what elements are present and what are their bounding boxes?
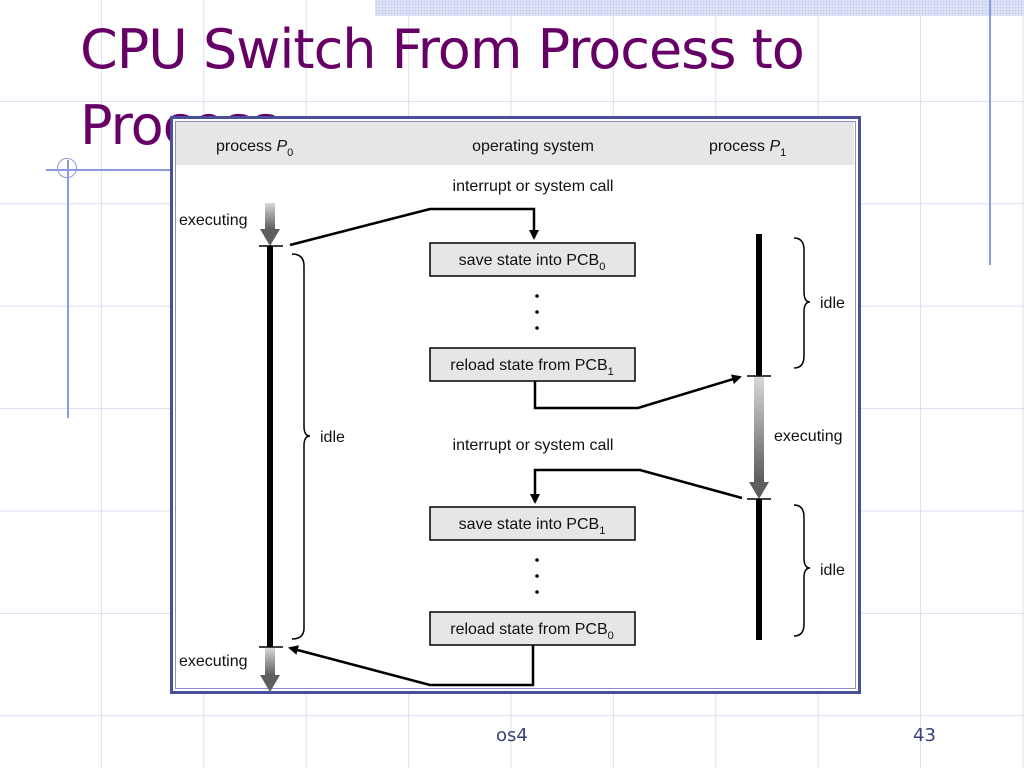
column-header-p1: process P1 [709, 138, 786, 159]
ellipsis-dots-1 [535, 294, 539, 330]
p0-executing-label-bottom: executing [179, 653, 248, 670]
p0-timeline: executing idle executing [179, 203, 345, 692]
header-band [176, 122, 854, 165]
os-box-save-pcb0: save state into PCB0 [429, 242, 636, 277]
column-header-os: operating system [472, 138, 594, 155]
flow-arrow-p0-to-os [289, 207, 539, 247]
flow-arrow-os-to-p0 [288, 645, 535, 687]
p0-idle-brace-icon [291, 253, 311, 640]
svg-text:save state into PCB1: save state into PCB1 [459, 516, 606, 537]
decorative-top-band [375, 0, 1024, 16]
p1-idle-label-top: idle [820, 295, 845, 312]
p1-idle-brace-top-icon [793, 237, 811, 369]
decorative-circle-icon [57, 158, 77, 178]
column-header-p0: process P0 [216, 138, 293, 159]
p1-idle-brace-bottom-icon [793, 504, 811, 637]
p0-idle-label: idle [320, 429, 345, 446]
flow-arrow-os-to-p1 [533, 374, 742, 410]
p0-executing-arrow-bottom [260, 648, 280, 692]
p0-executing-arrow-top [260, 203, 280, 246]
svg-text:reload state from PCB1: reload state from PCB1 [450, 357, 614, 378]
diagram-frame [170, 116, 861, 694]
p1-timeline: idle executing idle [747, 234, 845, 640]
decorative-left-vertical-line [67, 160, 69, 418]
p1-executing-label: executing [774, 428, 843, 445]
ellipsis-dots-2 [535, 558, 539, 594]
svg-text:reload state from PCB0: reload state from PCB0 [450, 621, 614, 642]
svg-text:save state into PCB0: save state into PCB0 [459, 252, 606, 273]
os-box-reload-pcb0: reload state from PCB0 [429, 611, 636, 646]
interrupt-label-2: interrupt or system call [453, 437, 614, 454]
p1-idle-bar-bottom [756, 499, 762, 640]
p1-executing-arrow [749, 377, 769, 499]
p0-executing-label-top: executing [179, 212, 248, 229]
p1-idle-bar-top [756, 234, 762, 376]
flow-arrow-p1-to-os [530, 468, 743, 504]
decorative-left-horizontal-line [46, 169, 176, 171]
p0-idle-bar [267, 246, 273, 647]
decorative-right-line [989, 0, 991, 265]
interrupt-label-1: interrupt or system call [453, 178, 614, 195]
page-number: 43 [913, 725, 936, 746]
p1-idle-label-bottom: idle [820, 562, 845, 579]
os-box-reload-pcb1: reload state from PCB1 [429, 347, 636, 382]
os-box-save-pcb1: save state into PCB1 [429, 506, 636, 541]
footer-text: os4 [496, 725, 528, 746]
